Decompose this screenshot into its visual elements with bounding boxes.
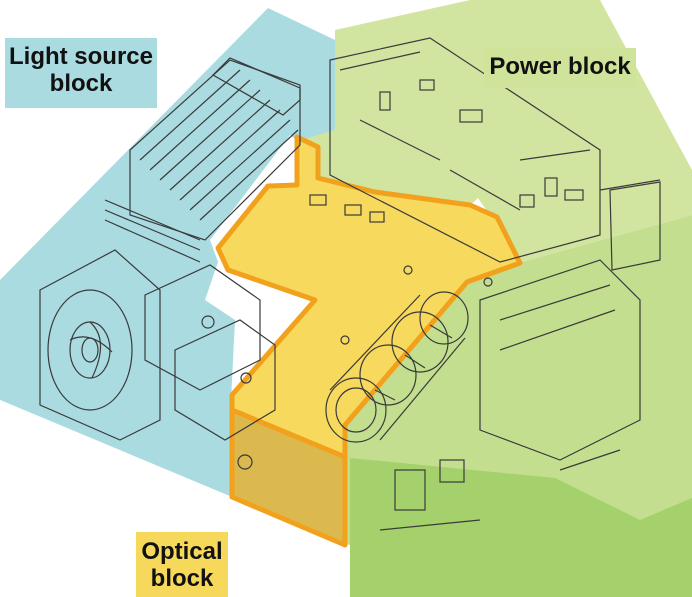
lamp-housing-drawing xyxy=(144,264,276,470)
power-front-face xyxy=(350,458,692,597)
optical-label-line2: block xyxy=(150,564,214,592)
fan-drawing xyxy=(39,249,161,441)
optical-top-face xyxy=(215,134,523,460)
power-block-label: Power block xyxy=(484,48,636,88)
light-source-label-line2: block xyxy=(49,69,113,97)
mechanical-line-art xyxy=(39,37,661,531)
light-source-top-face xyxy=(0,8,335,497)
projection-lens-drawing xyxy=(325,291,469,443)
optical-label-line1: Optical xyxy=(141,538,223,565)
optical-block-region xyxy=(215,134,523,548)
circuit-board-drawing xyxy=(309,37,601,345)
heat-sink-drawing xyxy=(104,57,301,263)
chassis-frame-drawing xyxy=(379,179,661,531)
optical-block-label: Optical block xyxy=(136,532,228,597)
light-source-label-line1: Light source xyxy=(8,43,153,70)
optical-front-face xyxy=(229,407,348,548)
light-source-block-label: Light source block xyxy=(5,38,157,108)
power-label-line1: Power block xyxy=(489,53,631,80)
